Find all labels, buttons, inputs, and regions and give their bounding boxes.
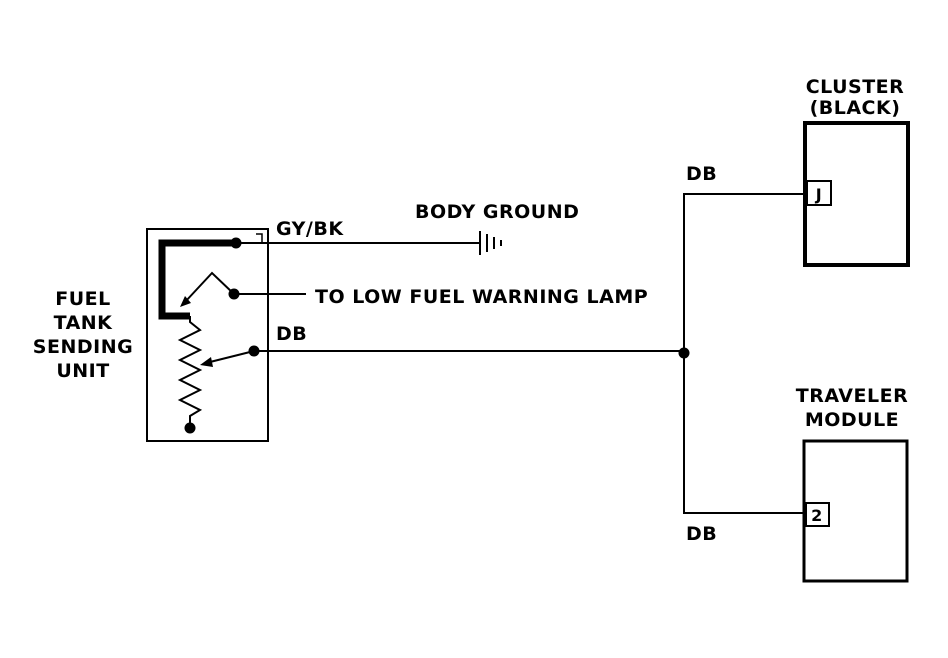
- wire-db-to-traveler: [683, 353, 807, 514]
- traveler-pin-box: [805, 502, 830, 527]
- cluster-label-line2: (BLACK): [810, 97, 901, 119]
- connector-tab: [256, 233, 263, 243]
- cluster-box: [803, 121, 910, 267]
- sender-resistor: [177, 316, 203, 428]
- sending-unit-label: FUEL TANK SENDING UNIT: [33, 288, 133, 382]
- traveler-label-line1: TRAVELER: [796, 385, 908, 407]
- cluster-pin-label: J: [815, 185, 822, 204]
- sender-label-line4: UNIT: [56, 360, 109, 382]
- resistor-end-terminal: [184, 422, 196, 434]
- low-fuel-switch-arrow: [180, 296, 191, 307]
- sender-label-line1: FUEL: [55, 288, 111, 310]
- wire-label-db-sender: DB: [276, 323, 307, 345]
- low-fuel-lamp-label: TO LOW FUEL WARNING LAMP: [315, 286, 648, 308]
- cluster-pin-box: [806, 180, 832, 206]
- cluster-label: CLUSTER (BLACK): [806, 76, 905, 119]
- wiper-arm: [209, 350, 255, 363]
- traveler-label-line2: MODULE: [805, 409, 899, 431]
- traveler-box: [802, 439, 909, 583]
- cluster-label-line1: CLUSTER: [806, 76, 905, 98]
- traveler-pin-label: 2: [811, 506, 823, 525]
- wire-label-gybk: GY/BK: [276, 218, 344, 240]
- wire-db-to-cluster: [683, 193, 807, 353]
- sender-label-line2: TANK: [54, 312, 114, 334]
- ground-strap: [158, 239, 236, 320]
- gybk-ground-circuit: [236, 231, 502, 255]
- body-ground-label: BODY GROUND: [415, 201, 579, 223]
- fuel-tank-sending-unit: [146, 228, 269, 442]
- traveler-label: TRAVELER MODULE: [796, 385, 908, 431]
- wire-label-db-traveler: DB: [686, 523, 717, 545]
- sending-unit-box: [146, 228, 269, 442]
- instrument-cluster: J: [803, 121, 910, 267]
- low-fuel-switch-arm: [184, 271, 235, 303]
- sender-label-line3: SENDING: [33, 336, 133, 358]
- wiper-arrow: [200, 357, 213, 367]
- traveler-module: 2: [802, 439, 909, 583]
- wire-label-db-cluster: DB: [686, 163, 717, 185]
